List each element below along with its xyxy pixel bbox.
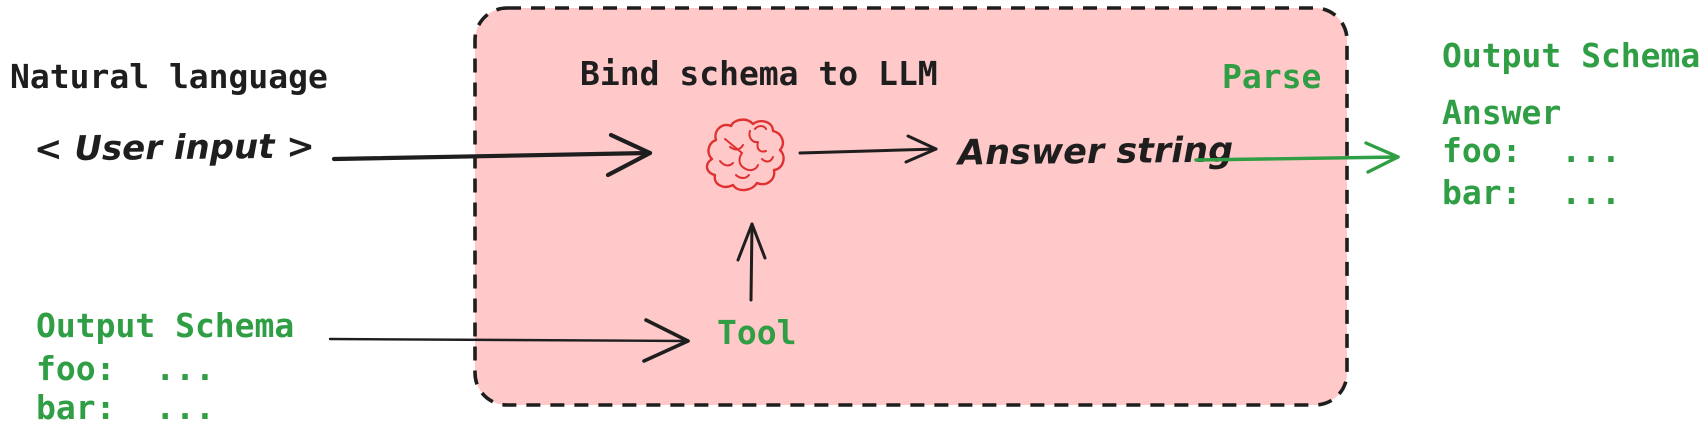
parse-label: Parse [1222, 57, 1322, 96]
arrow-schema-to-tool-icon [328, 318, 690, 363]
left-schema-line-bar: bar: ... [36, 388, 215, 427]
arrow-parse-output-icon [1194, 141, 1400, 174]
right-schema-line-foo: foo: ... [1442, 131, 1621, 170]
arrow-llm-to-answer-icon [798, 134, 938, 164]
natural-language-label: Natural language [10, 57, 328, 96]
arrow-user-input-to-llm-icon [331, 132, 653, 178]
arrow-tool-to-llm-icon [736, 222, 767, 302]
left-schema-line-foo: foo: ... [36, 349, 215, 388]
right-output-schema-heading: Output Schema [1442, 36, 1701, 75]
box-title: Bind schema to LLM [580, 54, 938, 93]
user-input-label: < User input > [33, 126, 316, 170]
schema-binding-box [473, 6, 1349, 407]
right-schema-line-bar: bar: ... [1442, 173, 1621, 212]
tool-label: Tool [717, 313, 797, 352]
brain-icon [705, 118, 785, 192]
right-answer-heading: Answer [1442, 93, 1562, 132]
left-output-schema-heading: Output Schema [36, 306, 295, 345]
